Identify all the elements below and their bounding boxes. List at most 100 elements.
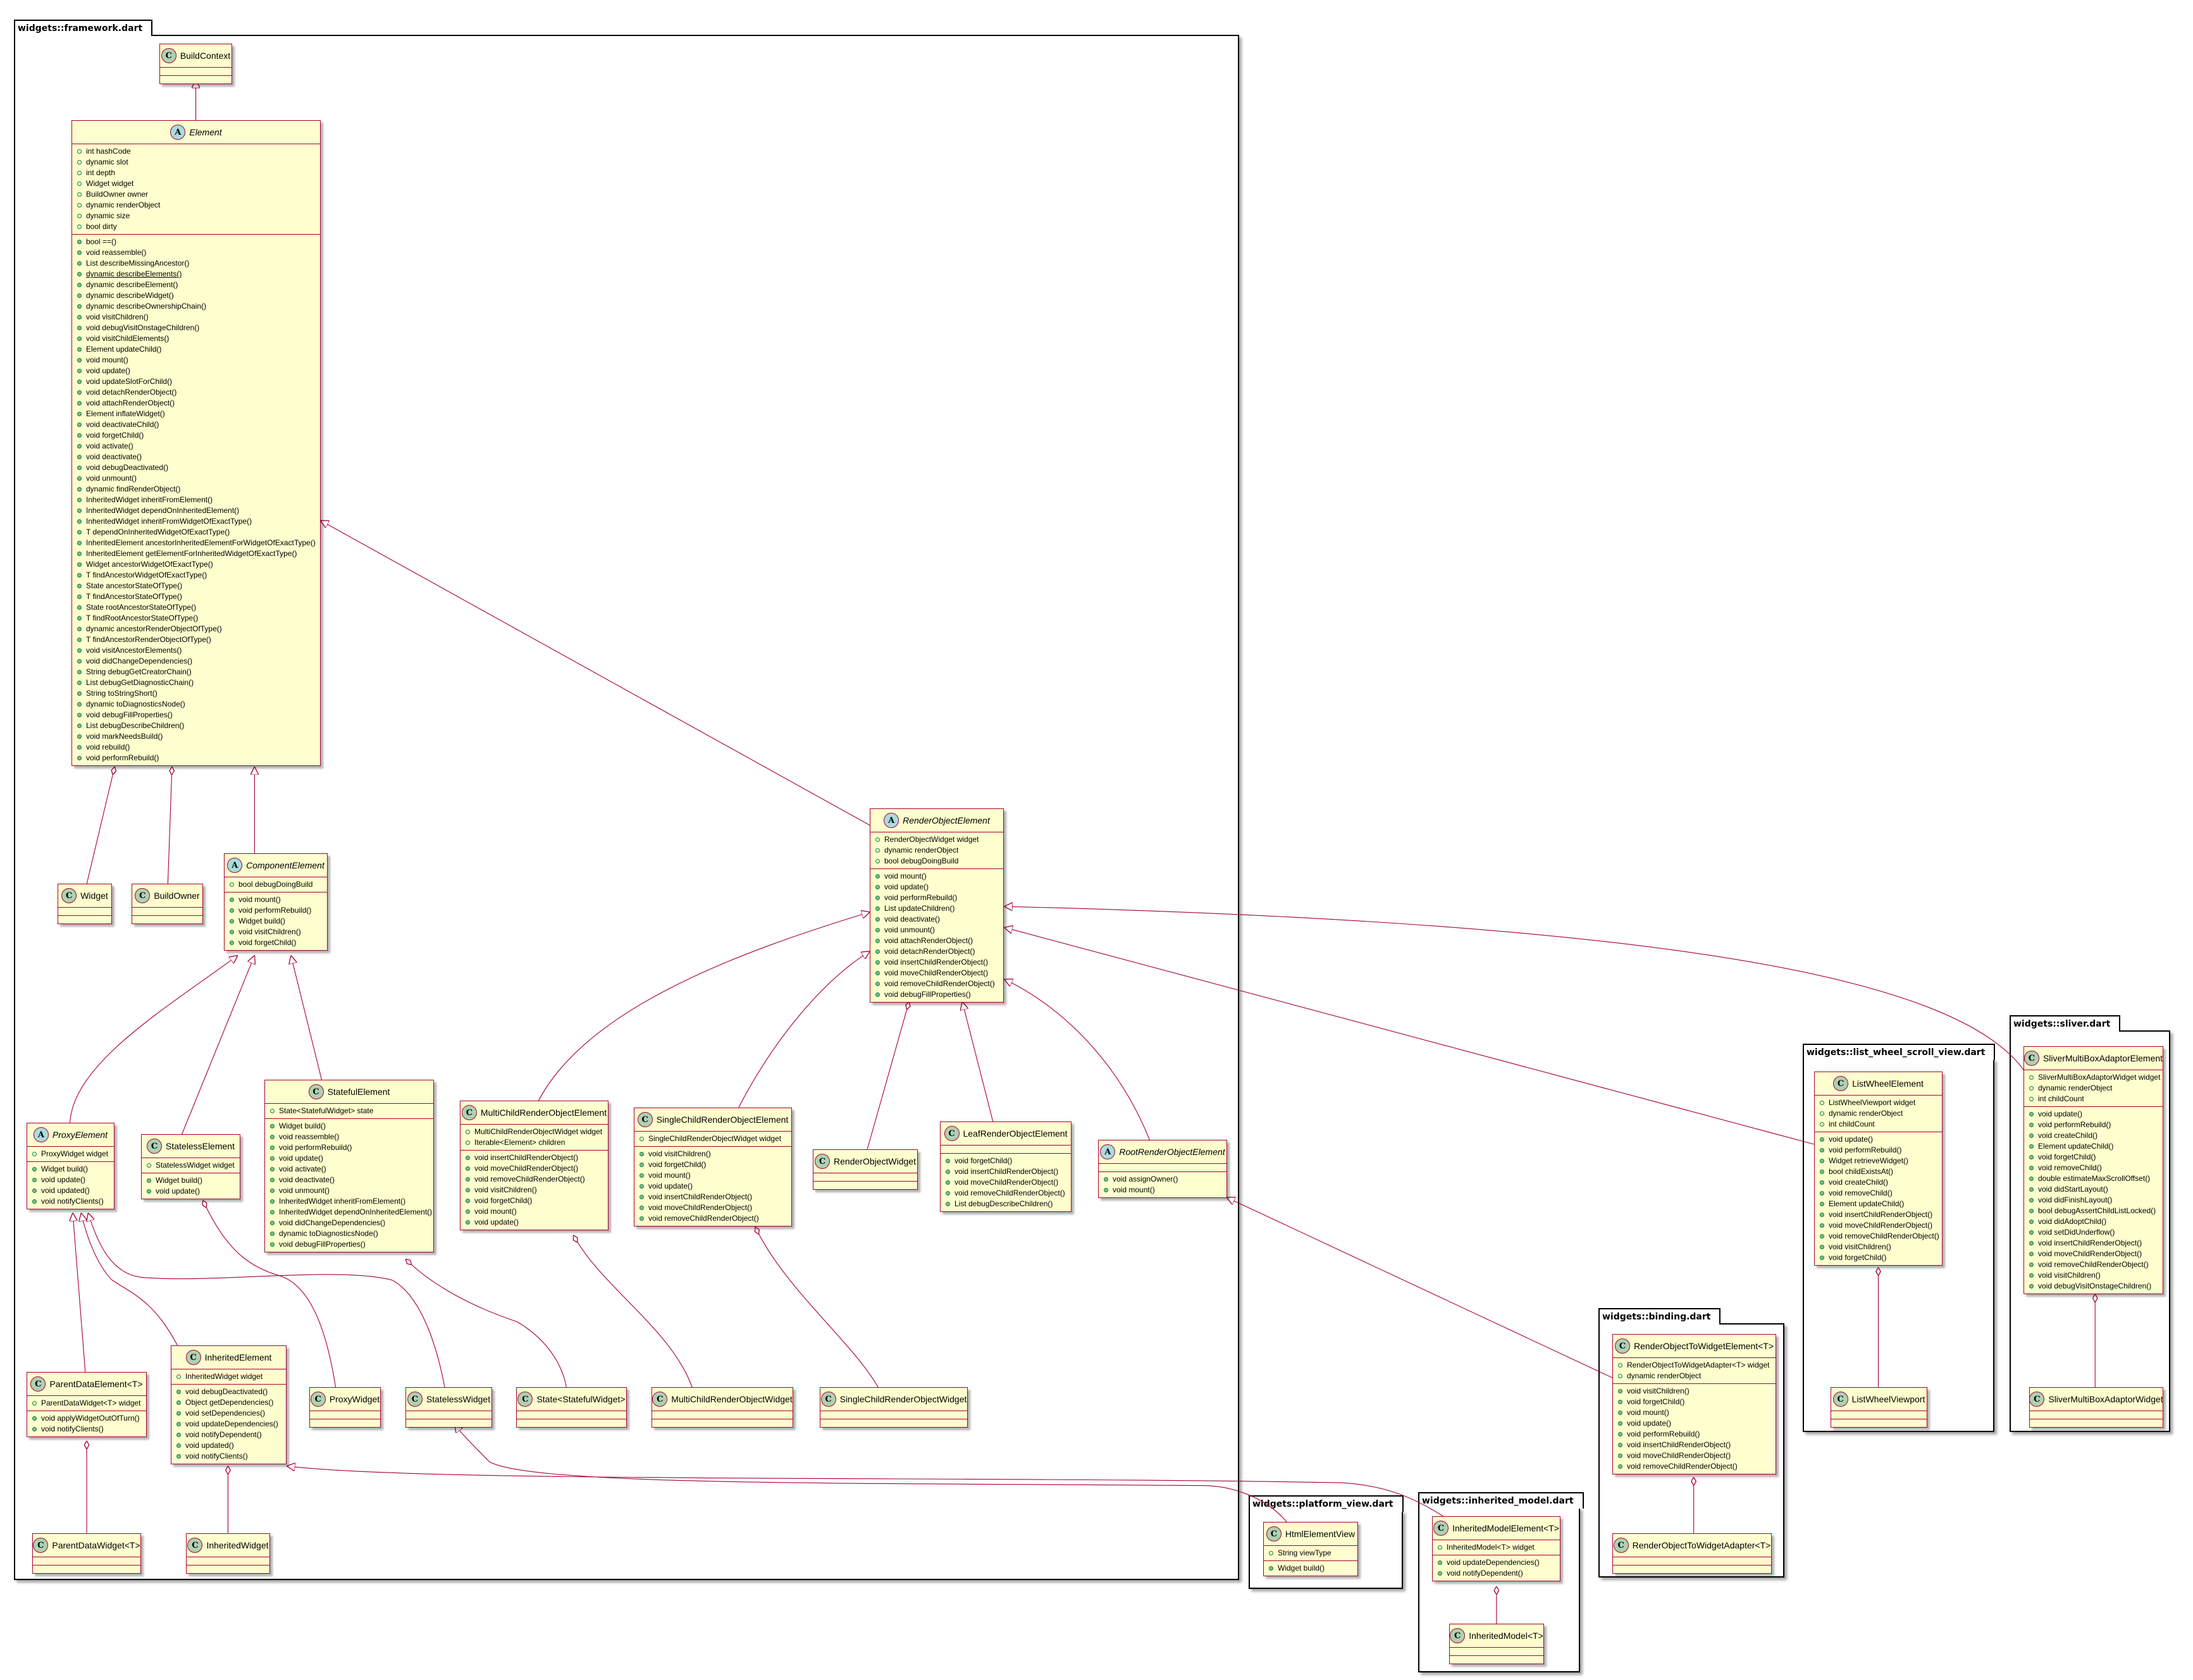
public-method-icon [466, 1156, 470, 1160]
class-icon: C [517, 1392, 533, 1407]
public-method-icon [270, 1178, 275, 1182]
method-item: void updateSlotForChild() [77, 376, 316, 387]
method-item: void mount() [875, 871, 999, 882]
method-item: void didFinishLayout() [2029, 1195, 2159, 1206]
public-method-icon [466, 1177, 470, 1182]
method-item: Widget build() [147, 1175, 236, 1186]
method-text: void forgetChild() [238, 938, 297, 947]
public-method-icon [77, 466, 82, 470]
public-method-icon [77, 670, 82, 674]
public-method-icon [270, 1146, 275, 1150]
fields-section [406, 1411, 491, 1419]
method-item: List describeMissingAncestor() [77, 258, 316, 269]
public-method-icon [77, 476, 82, 481]
method-item: void performRebuild() [77, 753, 316, 763]
abstract-class-icon: A [170, 125, 186, 140]
method-text: bool childExistsAt() [1829, 1167, 1894, 1176]
public-method-icon [875, 906, 880, 911]
fields-section: SingleChildRenderObjectWidget widget [634, 1132, 791, 1147]
method-item: void removeChildRenderObject() [946, 1188, 1067, 1199]
public-method-icon [1618, 1432, 1622, 1436]
field-text: int childCount [1829, 1120, 1875, 1128]
method-item: void visitChildren() [2029, 1270, 2159, 1281]
method-item: void deactivate() [270, 1175, 429, 1185]
method-text: void visitChildren() [474, 1185, 537, 1194]
method-text: dynamic ancestorRenderObjectOfType() [86, 624, 222, 633]
public-field-icon [77, 214, 82, 218]
field-item: dynamic renderObject [2029, 1083, 2159, 1094]
public-method-icon [176, 1422, 181, 1426]
public-method-icon [77, 315, 82, 319]
method-item: void removeChildRenderObject() [466, 1174, 604, 1185]
public-method-icon [2029, 1112, 2034, 1116]
class-icon: C [1832, 1392, 1848, 1407]
method-text: void updateDependencies() [1447, 1558, 1540, 1567]
method-text: void removeChildRenderObject() [954, 1189, 1065, 1197]
